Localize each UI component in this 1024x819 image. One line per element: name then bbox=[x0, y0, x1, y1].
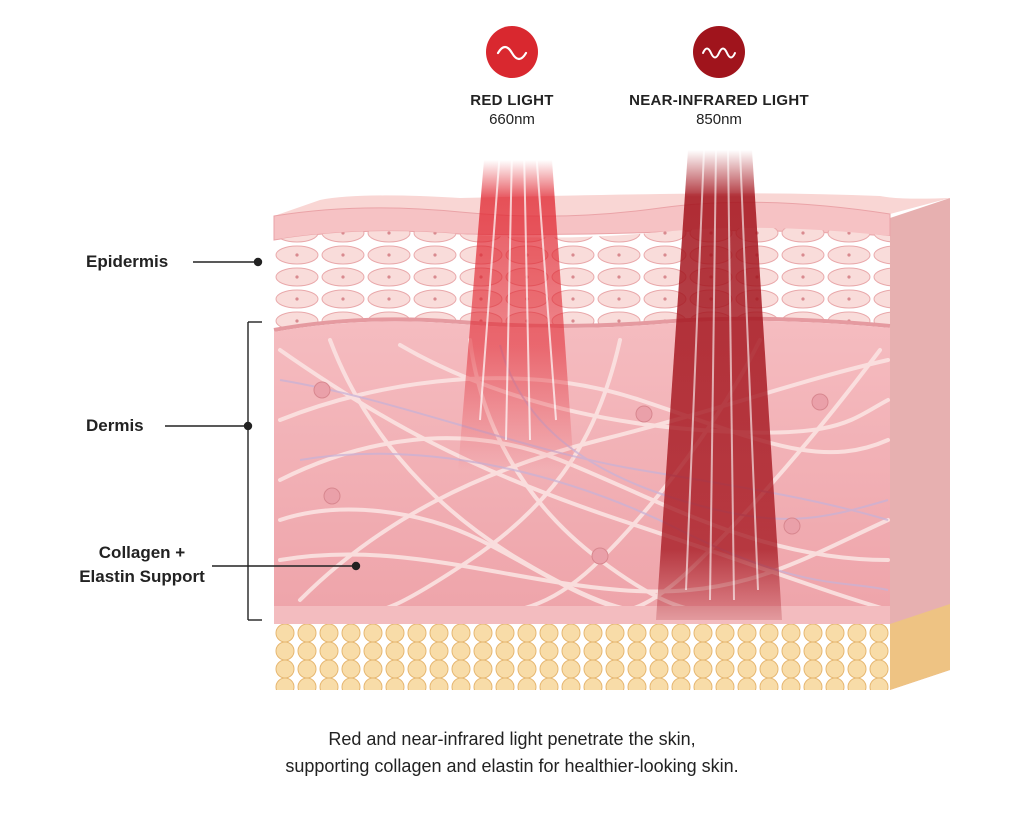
basement-membrane bbox=[273, 316, 891, 332]
dermis-base bbox=[274, 606, 890, 624]
fibroblast-cells bbox=[313, 381, 829, 565]
wave-icon bbox=[702, 47, 736, 59]
fat-layer bbox=[274, 624, 890, 690]
collagen-label-line1: Collagen + bbox=[98, 543, 186, 562]
leader-lines bbox=[165, 257, 361, 621]
red-light-name: RED LIGHT bbox=[470, 92, 554, 109]
caption-line2: supporting collagen and elastin for heal… bbox=[285, 756, 739, 776]
block-side-face bbox=[890, 198, 950, 690]
caption-line1: Red and near-infrared light penetrate th… bbox=[328, 729, 696, 749]
near-infrared-light-beam bbox=[656, 149, 782, 620]
red-light-icon bbox=[486, 26, 538, 78]
epidermis-label: Epidermis bbox=[86, 252, 169, 271]
collagen-elastin-label: Collagen + Elastin Support bbox=[62, 541, 222, 589]
wave-icon bbox=[496, 45, 528, 61]
near-infrared-light-wavelength: 850nm bbox=[696, 111, 742, 128]
dermis-label: Dermis bbox=[86, 416, 144, 435]
near-infrared-light-label: NEAR-INFRARED LIGHT 850nm bbox=[604, 92, 834, 128]
red-light-label: RED LIGHT 660nm bbox=[440, 92, 584, 128]
near-infrared-light-icon bbox=[693, 26, 745, 78]
epidermis-layer bbox=[274, 227, 890, 330]
red-light-beam bbox=[458, 149, 574, 470]
red-light-wavelength: 660nm bbox=[489, 111, 535, 128]
diagram-caption: Red and near-infrared light penetrate th… bbox=[0, 726, 1024, 780]
near-infrared-light-name: NEAR-INFRARED LIGHT bbox=[629, 92, 809, 109]
collagen-label-line2: Elastin Support bbox=[79, 567, 205, 586]
block-side-fat bbox=[890, 604, 950, 690]
